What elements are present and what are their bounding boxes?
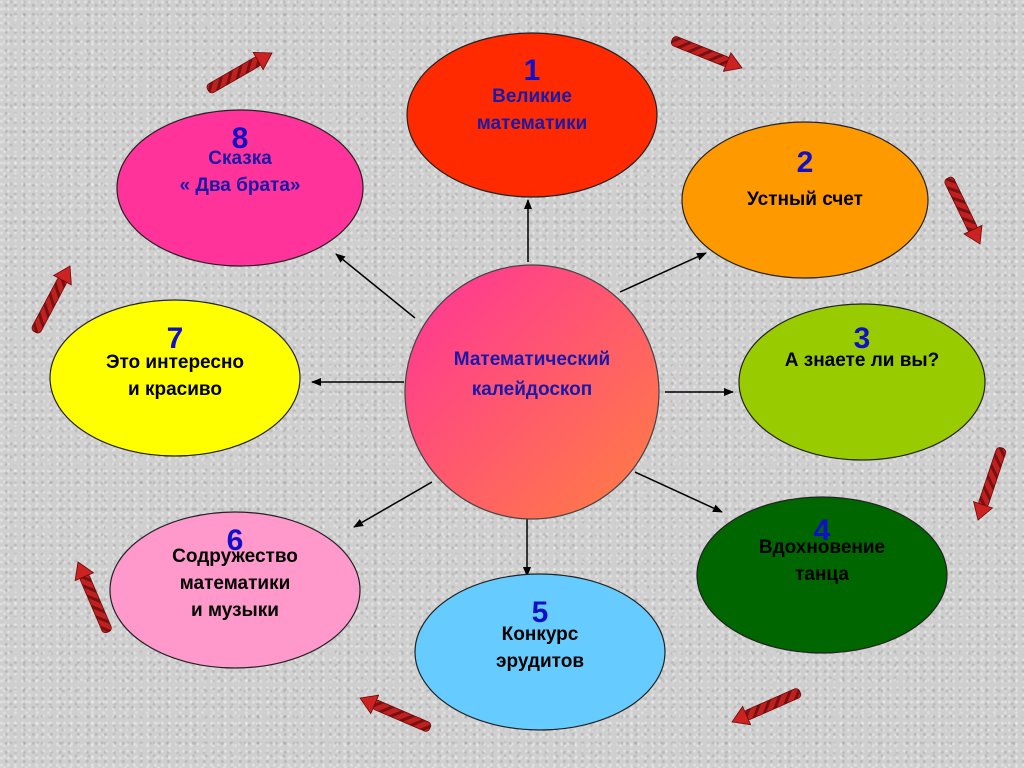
node-5-number: 5 — [532, 596, 549, 629]
node-8-label-line-1: Сказка — [208, 148, 272, 169]
node-8-label-line-2: « Два брата» — [179, 175, 300, 196]
node-3-label-line-1: А знаете ли вы? — [785, 350, 940, 371]
node-6-label-line-1: Содружество — [172, 546, 298, 567]
connector-arrow-2 — [619, 252, 707, 293]
twisted-red-arrow-icon-4 — [973, 447, 1007, 521]
center-circle-shape — [404, 264, 660, 520]
center-label-line-2: калейдоскоп — [472, 379, 592, 400]
node-4-number: 4 — [814, 514, 831, 547]
node-4-ellipse — [696, 496, 948, 654]
decorative-arrows — [31, 36, 1007, 732]
node-7-label-line-1: Это интересно — [106, 352, 244, 373]
node-6-label-line-3: и музыки — [191, 600, 279, 621]
center-label-line-1: Математический — [454, 349, 610, 370]
twisted-red-arrow-icon-2 — [670, 36, 743, 72]
node-7-number: 7 — [167, 322, 184, 355]
node-3[interactable]: 3А знаете ли вы? — [738, 303, 986, 461]
node-6-ellipse — [109, 511, 361, 669]
node-3-number: 3 — [854, 322, 871, 355]
node-4-label-line-1: Вдохновение — [759, 537, 885, 558]
twisted-red-arrow-icon-1 — [206, 51, 273, 94]
node-1-ellipse — [406, 32, 658, 198]
twisted-red-arrow-icon-7 — [74, 561, 112, 634]
node-7-ellipse — [49, 299, 301, 457]
connectors — [311, 199, 734, 577]
connector-arrow-8 — [335, 253, 416, 319]
twisted-red-arrow-icon-3 — [944, 176, 983, 245]
connector-arrow-6 — [353, 481, 433, 528]
node-6-label-line-2: математики — [180, 573, 291, 594]
node-1-label-line-2: математики — [477, 113, 588, 134]
connector-arrow-4 — [634, 471, 723, 513]
node-5-ellipse — [414, 573, 666, 731]
node-8-number: 8 — [232, 122, 249, 155]
node-7-label-line-2: и красиво — [128, 379, 222, 400]
node-5-label-line-2: эрудитов — [496, 651, 584, 672]
node-2-ellipse — [681, 121, 929, 279]
twisted-red-arrow-icon-5 — [731, 688, 802, 726]
node-6-number: 6 — [227, 524, 244, 557]
center-circle[interactable]: Математический калейдоскоп — [404, 264, 660, 520]
node-2-label-line-1: Устный счет — [747, 189, 863, 210]
node-5-label-line-1: Конкурс — [502, 624, 579, 645]
center-node: Математический калейдоскоп — [404, 264, 660, 520]
node-8-ellipse — [116, 109, 364, 267]
twisted-red-arrow-icon-6 — [359, 694, 432, 732]
node-1-label-line-1: Великие — [492, 86, 572, 107]
node-2-number: 2 — [797, 146, 814, 179]
node-4-label-line-2: танца — [795, 564, 849, 585]
node-1-number: 1 — [524, 54, 541, 87]
twisted-red-arrow-icon-8 — [31, 265, 72, 334]
node-3-ellipse — [738, 303, 986, 461]
